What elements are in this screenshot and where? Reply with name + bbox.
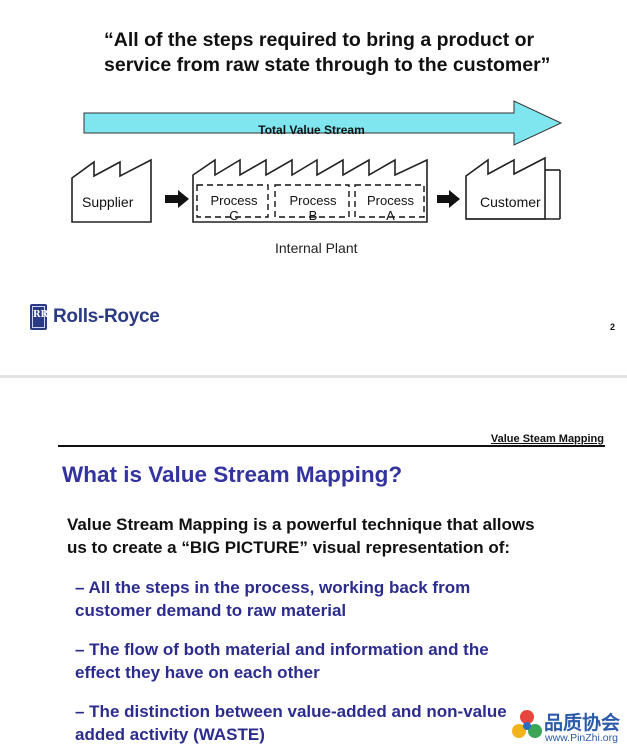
- slide-separator: [0, 375, 627, 378]
- intro-line-2: us to create a “BIG PICTURE” visual repr…: [67, 538, 511, 557]
- quote-line-1: “All of the steps required to bring a pr…: [104, 29, 535, 51]
- customer-factory-icon: [465, 156, 546, 220]
- internal-plant-building: [192, 158, 428, 223]
- bullet-3-line-2: added activity (WASTE): [75, 725, 265, 744]
- process-a-title: Process: [367, 193, 414, 208]
- bullet-item: – All the steps in the process, working …: [75, 576, 606, 622]
- slide-header: Value Steam Mapping: [490, 433, 604, 445]
- process-c-label: Process C: [199, 193, 269, 223]
- bullet-2-line-1: – The flow of both material and informat…: [75, 640, 489, 659]
- plant-to-customer-arrow: [437, 190, 460, 208]
- page-number: 2: [610, 322, 616, 332]
- intro-line-1: Value Stream Mapping is a powerful techn…: [67, 515, 535, 534]
- rolls-royce-badge-icon: RR: [30, 304, 48, 330]
- supplier-factory-icon: [71, 158, 152, 223]
- bullet-1-line-2: customer demand to raw material: [75, 601, 347, 620]
- quote-line-2: service from raw state through to the cu…: [104, 54, 551, 76]
- process-c-title: Process: [210, 193, 258, 208]
- quote-text: “All of the steps required to bring a pr…: [104, 28, 604, 78]
- process-b-box: [274, 184, 350, 218]
- supplier-label: Supplier: [82, 194, 134, 210]
- process-a-label: Process A: [356, 193, 425, 223]
- internal-plant-label: Internal Plant: [275, 240, 358, 256]
- bullet-1-line-1: – All the steps in the process, working …: [75, 578, 471, 597]
- slide-title: What is Value Stream Mapping?: [62, 462, 403, 487]
- process-a-box: [354, 184, 425, 218]
- supplier-to-plant-arrow: [165, 190, 189, 208]
- bullet-item: – The distinction between value-added an…: [75, 700, 606, 746]
- value-stream-diagram: [71, 100, 563, 223]
- bullet-item: – The flow of both material and informat…: [75, 638, 606, 684]
- process-c-box: [196, 184, 269, 218]
- process-b-letter: B: [308, 208, 318, 223]
- header-rule: [58, 445, 605, 447]
- bullet-2-line-2: effect they have on each other: [75, 663, 320, 682]
- slide-2: [0, 378, 627, 748]
- watermark-logo-icon: [512, 710, 542, 738]
- process-b-title: Process: [289, 193, 337, 208]
- intro-paragraph: Value Stream Mapping is a powerful techn…: [67, 513, 607, 559]
- process-c-letter: C: [229, 208, 239, 223]
- process-a-letter: A: [386, 208, 395, 223]
- process-b-label: Process B: [277, 193, 349, 223]
- total-value-stream-label: Total Value Stream: [258, 123, 365, 137]
- total-value-stream-arrow: [83, 100, 563, 146]
- rolls-royce-logo-text: Rolls-Royce: [53, 306, 160, 327]
- watermark-chinese-text: 品质协会: [544, 713, 621, 734]
- watermark-url: www.PinZhi.org: [545, 732, 618, 744]
- bullet-3-line-1: – The distinction between value-added an…: [75, 702, 507, 721]
- customer-label: Customer: [480, 194, 541, 210]
